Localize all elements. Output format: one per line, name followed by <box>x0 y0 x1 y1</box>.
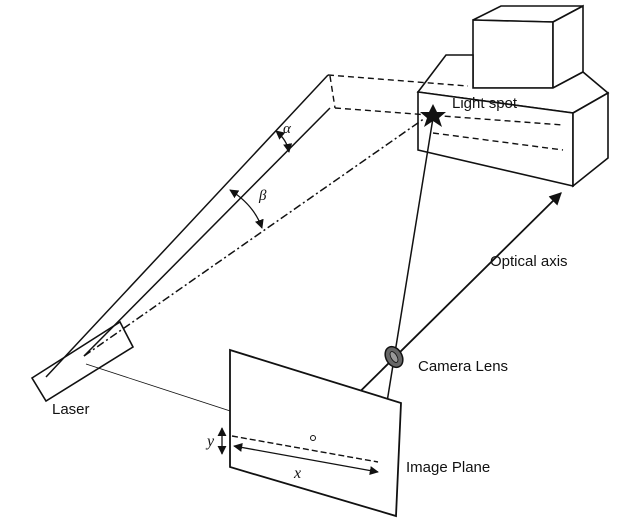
optical-axis-label: Optical axis <box>490 253 568 270</box>
laser-body <box>30 320 135 403</box>
y-label: y <box>205 433 215 450</box>
lower-block-side <box>572 91 609 188</box>
target-object <box>416 4 610 188</box>
image-plane-label: Image Plane <box>406 459 490 476</box>
ray-to-light-spot <box>83 117 426 357</box>
dashed-reference <box>327 74 564 151</box>
upper-block-front <box>472 19 554 89</box>
x-label: x <box>293 465 301 482</box>
camera-lens <box>384 345 404 369</box>
light-spot-label: Light spot <box>452 95 518 112</box>
ray-to-top <box>45 74 329 378</box>
camera-lens-label: Camera Lens <box>418 358 508 375</box>
alpha-label: α <box>283 121 292 137</box>
laser-label: Laser <box>52 401 90 418</box>
angle-arcs <box>229 130 293 229</box>
image-plane <box>217 348 402 518</box>
ray-mid <box>83 107 331 357</box>
light-spot-star <box>420 104 446 127</box>
beta-label: β <box>258 188 267 204</box>
laser-rays <box>45 74 426 378</box>
x-measure-arrow <box>233 442 379 476</box>
beta-arc <box>229 189 264 229</box>
alpha-arc <box>275 130 293 153</box>
